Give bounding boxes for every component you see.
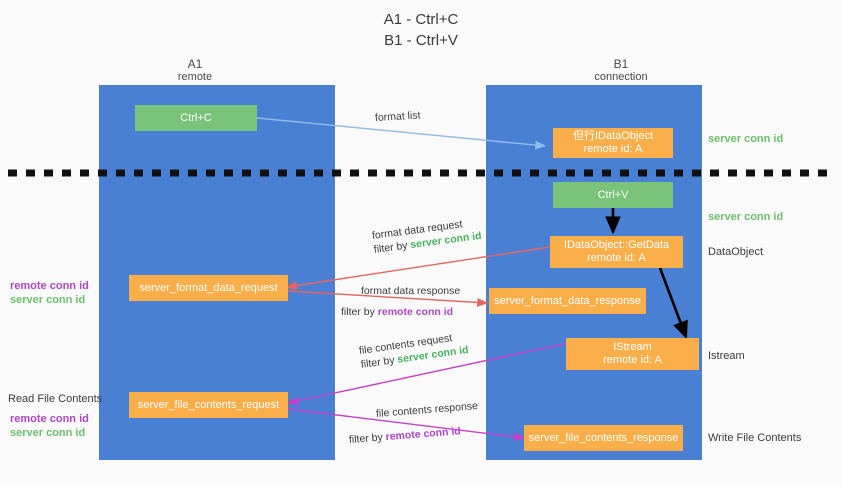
edge-label-file-contents-response: file contents response: [375, 399, 479, 421]
node-idataobject-line2: remote id: A: [583, 143, 643, 155]
node-ctrl-v[interactable]: Ctrl+V: [553, 182, 673, 208]
diagram-title: A1 - Ctrl+C B1 - Ctrl+V: [0, 9, 842, 51]
column-b1-role: connection: [594, 71, 648, 83]
title-line-2: B1 - Ctrl+V: [384, 32, 458, 49]
title-line-1: A1 - Ctrl+C: [383, 11, 459, 28]
filter-prefix: filter by: [348, 431, 387, 446]
edge-label-file-contents-response-text: file contents response: [375, 400, 479, 420]
node-istream[interactable]: IStream remote id: A: [566, 338, 699, 370]
right-label-write-file-contents: Write File Contents: [708, 432, 802, 444]
node-getdata-line1: IDataObject::GetData: [563, 239, 670, 251]
node-istream-line2: remote id: A: [603, 354, 662, 366]
filter-prefix: filter by: [360, 353, 399, 371]
node-ctrl-v-label: Ctrl+V: [597, 188, 629, 201]
node-getdata-line2: remote id: A: [587, 252, 646, 264]
filter-prefix: filter by: [373, 239, 412, 256]
left-label-remote-conn-id-1: remote conn id: [10, 280, 89, 292]
column-header-b1: B1 connection: [521, 58, 721, 84]
node-idataobject-line1: 但行IDataObject: [572, 130, 654, 142]
node-server-file-contents-response-label: server_file_contents_response: [528, 431, 679, 444]
edge-label-format-data-response-filter: filter by remote conn id: [341, 305, 453, 319]
right-label-dataobject: DataObject: [708, 246, 764, 258]
column-b1-name: B1: [613, 57, 629, 71]
right-label-server-conn-id-top: server conn id: [708, 133, 784, 145]
edge-label-file-contents-request: file contents request filter by server c…: [358, 329, 469, 372]
edge-label-format-data-response: format data response: [361, 284, 460, 298]
filter-value-remote-conn-id: remote conn id: [377, 306, 454, 318]
node-server-format-data-request[interactable]: server_format_data_request: [129, 275, 288, 301]
right-label-istream: Istream: [708, 350, 745, 362]
column-header-a1: A1 remote: [95, 58, 295, 84]
filter-prefix: filter by: [341, 306, 378, 318]
node-server-file-contents-response[interactable]: server_file_contents_response: [524, 425, 683, 451]
node-idataobject[interactable]: 但行IDataObject remote id: A: [553, 128, 673, 158]
node-getdata[interactable]: IDataObject::GetData remote id: A: [550, 236, 683, 268]
node-server-file-contents-request[interactable]: server_file_contents_request: [129, 392, 288, 418]
node-istream-line1: IStream: [613, 341, 652, 353]
left-label-read-file-contents: Read File Contents: [8, 393, 103, 405]
left-label-remote-conn-id-2: remote conn id: [10, 413, 89, 425]
column-a1-role: remote: [177, 71, 213, 83]
node-server-format-data-response[interactable]: server_format_data_response: [489, 288, 646, 314]
edge-label-format-list: format list: [375, 108, 421, 125]
edge-label-file-contents-response-filter: filter by remote conn id: [348, 424, 462, 447]
node-server-format-data-request-label: server_format_data_request: [139, 281, 278, 294]
node-server-file-contents-request-label: server_file_contents_request: [137, 398, 280, 411]
node-ctrl-c-label: Ctrl+C: [180, 111, 212, 124]
edge-label-format-list-text: format list: [374, 109, 421, 124]
edge-label-format-data-response-text: format data response: [361, 285, 461, 297]
node-ctrl-c[interactable]: Ctrl+C: [135, 105, 257, 131]
column-a1-name: A1: [187, 57, 203, 71]
node-server-format-data-response-label: server_format_data_response: [494, 294, 641, 307]
left-label-server-conn-id-1: server conn id: [10, 294, 86, 306]
right-label-server-conn-id-mid: server conn id: [708, 211, 784, 223]
edge-label-format-data-request: format data request filter by server con…: [371, 215, 482, 257]
filter-value-remote-conn-id: remote conn id: [385, 425, 462, 444]
left-label-server-conn-id-2: server conn id: [10, 427, 86, 439]
